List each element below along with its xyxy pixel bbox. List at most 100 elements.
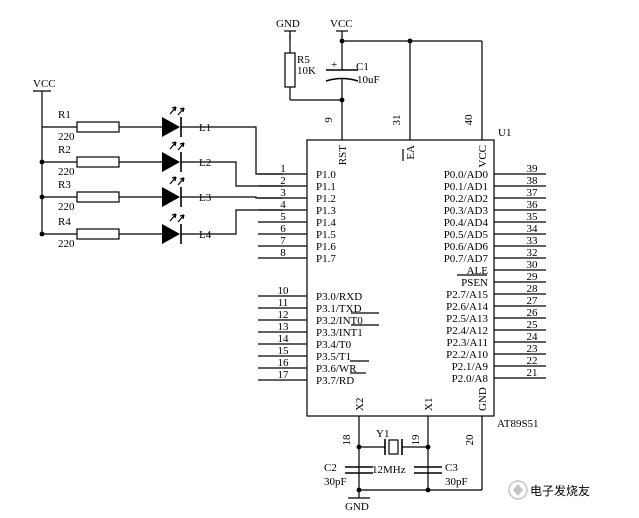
c3-capacitor: C3 30pF [414, 462, 468, 488]
gnd-bottom-label: GND [345, 501, 369, 513]
pin-number: 33 [527, 235, 539, 247]
pin-number: 12 [278, 309, 289, 321]
pin-number: 38 [527, 175, 539, 187]
pin-name: P1.5 [316, 229, 336, 241]
pin-name: P1.0 [316, 169, 336, 181]
led-resistor-label: R3 [58, 179, 71, 191]
pin-number: 21 [527, 367, 538, 379]
c3-label: C3 [445, 462, 458, 474]
pin-name: P3.0/RXD [316, 291, 362, 303]
pin-number: 16 [278, 357, 290, 369]
pin-name: GND [477, 387, 489, 411]
pin-name: X1 [423, 398, 435, 411]
pin-name: P0.4/AD4 [444, 217, 489, 229]
pin-number: 14 [278, 333, 290, 345]
pin-number: 10 [278, 285, 290, 297]
led-resistor [76, 228, 120, 240]
pin-number: 36 [527, 199, 539, 211]
led-resistor-value: 220 [58, 131, 75, 143]
pin-number: 6 [280, 223, 286, 235]
pin-number: 30 [527, 259, 539, 271]
pin-number: 35 [527, 211, 539, 223]
led-diode-icon [162, 106, 185, 137]
pin-number: 28 [527, 283, 539, 295]
pin-name: P0.5/AD5 [444, 229, 489, 241]
vcc-top-label: VCC [330, 18, 353, 30]
pin-name: P2.1/A9 [452, 361, 489, 373]
led-diode-icon [162, 213, 185, 244]
pin-name: P2.5/A13 [446, 313, 488, 325]
pin-name: P2.7/A15 [446, 289, 488, 301]
y1-value: 12MHz [372, 464, 406, 476]
pin-number: 4 [280, 199, 286, 211]
pin-name: P0.3/AD3 [444, 205, 489, 217]
pin-number: 13 [278, 321, 290, 333]
pin-number: 37 [527, 187, 539, 199]
pin-name: P1.1 [316, 181, 336, 193]
pin-name: EA [405, 145, 417, 160]
led-resistor [76, 121, 120, 133]
pin-number: 40 [463, 114, 475, 126]
led-label: L3 [199, 192, 212, 204]
chip-body [306, 139, 495, 417]
pin-number: 32 [527, 247, 538, 259]
led-label: L1 [199, 122, 211, 134]
c2-value: 30pF [324, 476, 347, 488]
pin-name: X2 [354, 398, 366, 411]
vcc-left-label: VCC [33, 78, 56, 90]
c2-label: C2 [324, 462, 337, 474]
c1-plus: + [331, 59, 337, 71]
pin-name: P2.0/A8 [452, 373, 489, 385]
pin-number: 34 [527, 223, 539, 235]
c3-value: 30pF [445, 476, 468, 488]
pin-name: P1.6 [316, 241, 336, 253]
pin-name: P3.6/WR [316, 363, 357, 375]
r5-resistor: R5 10K [284, 52, 316, 88]
r5-label: R5 [297, 54, 310, 66]
chip-ref: U1 [498, 127, 511, 139]
led-resistor-value: 220 [58, 238, 75, 250]
pin-number: 26 [527, 307, 539, 319]
pin-name: P2.3/A11 [447, 337, 488, 349]
led-diode-icon [162, 141, 185, 172]
pin-number: 5 [280, 211, 286, 223]
pin-name: P3.3/INT1 [316, 327, 363, 339]
crystal-network: Y1 12MHz C2 30pF C3 30pF GND [324, 416, 483, 513]
c1-value: 10uF [357, 74, 380, 86]
pin-number: 2 [280, 175, 286, 187]
pin-name: P1.3 [316, 205, 336, 217]
pin-name: P0.0/AD0 [444, 169, 489, 181]
pin-number: 18 [341, 434, 353, 446]
c2-capacitor: C2 30pF [324, 462, 373, 488]
watermark: 电子发烧友 [508, 480, 590, 500]
gnd-top-label: GND [276, 18, 300, 30]
pin-name: P3.2/INT0 [316, 315, 363, 327]
pin-number: 7 [280, 235, 286, 247]
pin-name: RST [337, 145, 349, 165]
pin-number: 29 [527, 271, 539, 283]
